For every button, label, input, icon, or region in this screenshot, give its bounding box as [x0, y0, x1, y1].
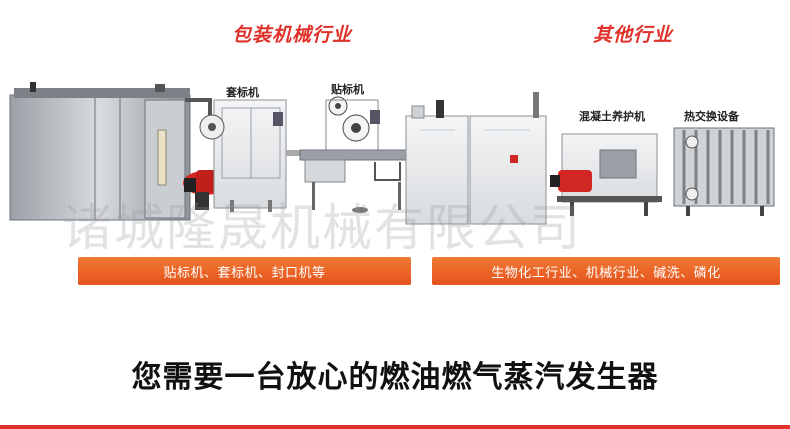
- sleeve-labeler-label: 套标机: [226, 86, 259, 99]
- bottom-accent-line: [0, 425, 790, 429]
- concrete-curing-label: 混凝土养护机: [579, 110, 645, 123]
- labeler-label: 贴标机: [331, 83, 364, 96]
- steam-generator-cabinet: [9, 82, 212, 221]
- equipment-illustration: [9, 82, 775, 225]
- other-applications-banner: 生物化工行业、机械行业、碱洗、磷化: [432, 257, 780, 285]
- packaging-applications-banner: 贴标机、套标机、封口机等: [78, 257, 411, 285]
- labeler-machine: [299, 96, 411, 213]
- company-watermark: 诸城隆晟机械有限公司: [62, 199, 582, 257]
- twin-steam-generator: [405, 92, 547, 225]
- heat-exchanger-unit: [673, 127, 775, 216]
- burner-right: [550, 170, 592, 192]
- main-tagline: 您需要一台放心的燃油燃气蒸汽发生器: [131, 360, 659, 395]
- packaging-industry-title: 包装机械行业: [232, 24, 353, 46]
- heat-exchanger-label: 热交换设备: [684, 110, 739, 123]
- other-industry-title: 其他行业: [593, 24, 674, 46]
- sleeve-labeler-machine: [199, 99, 308, 212]
